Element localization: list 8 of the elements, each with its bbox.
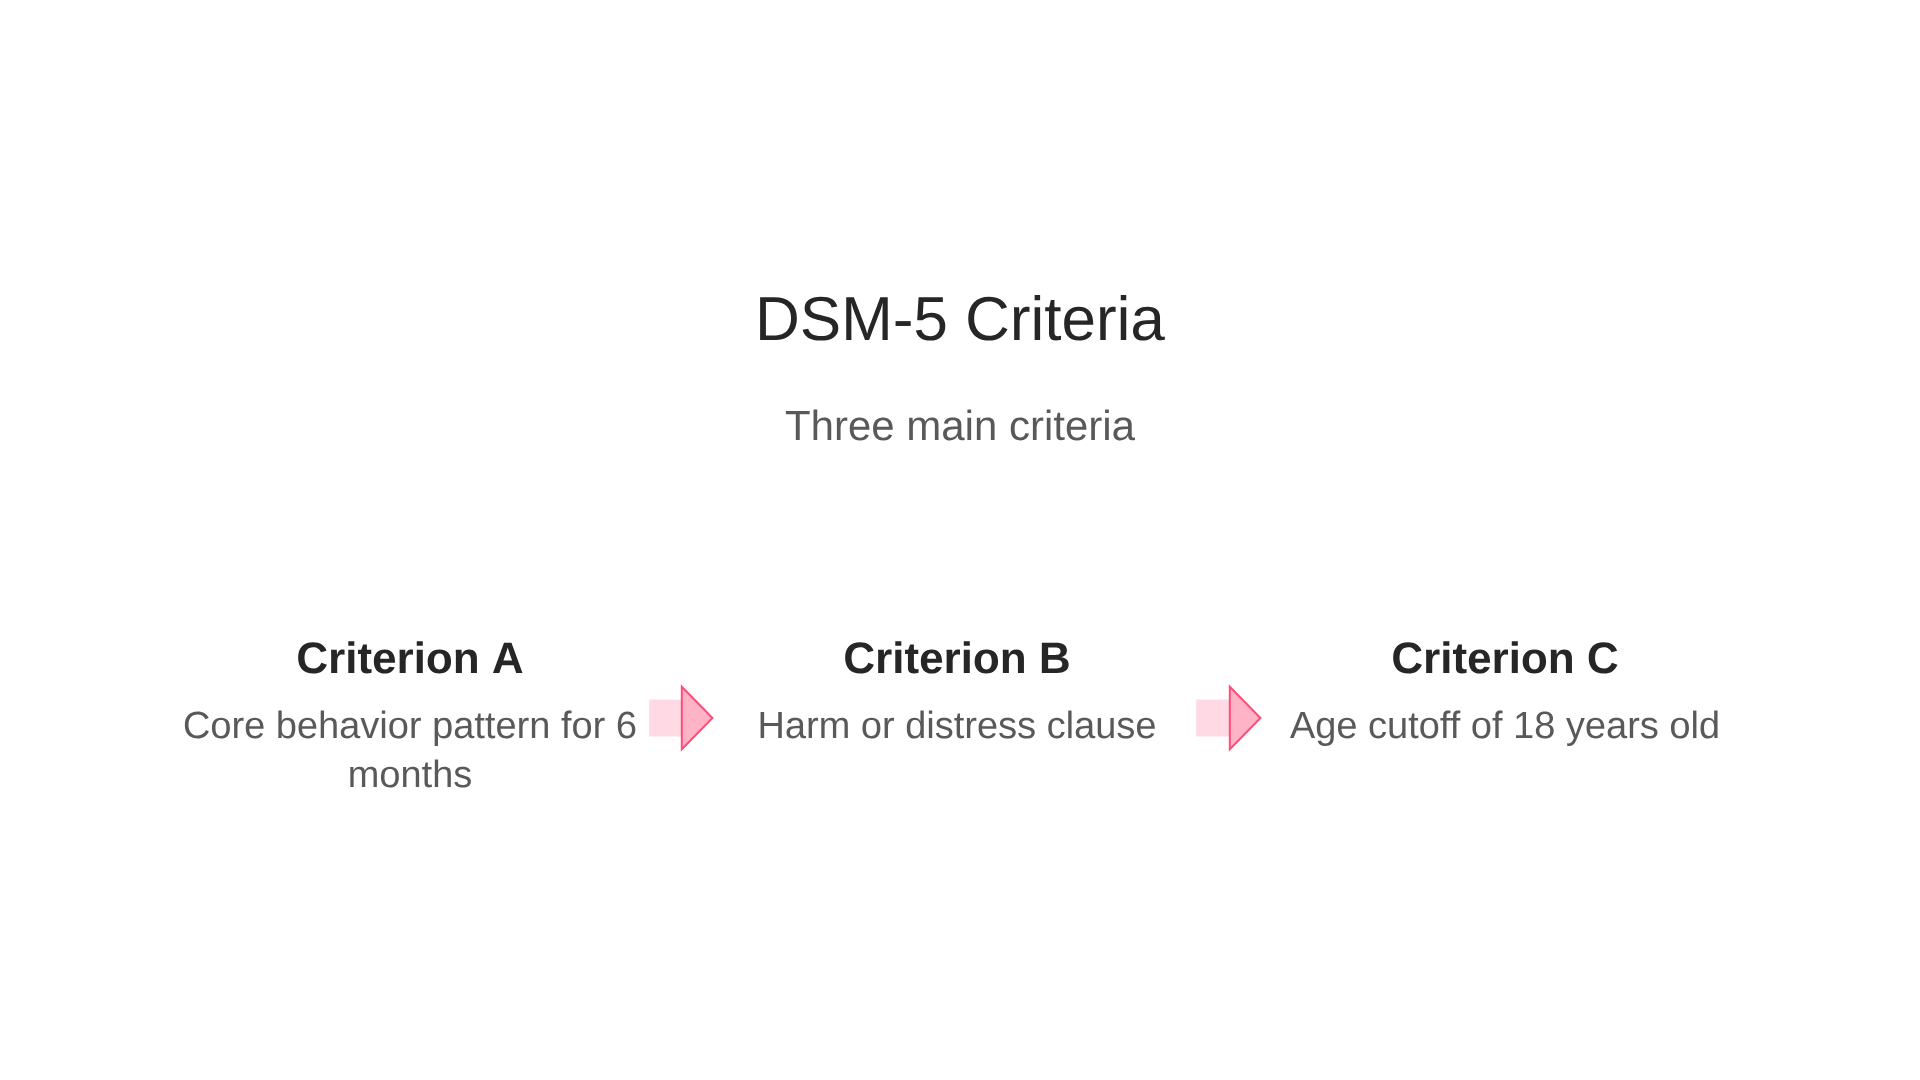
criterion-description: Age cutoff of 18 years old	[1289, 710, 1718, 746]
subtitle: Three main criteria	[785, 409, 1135, 441]
criterion-description: Core behavior pattern for 6 months	[184, 710, 636, 788]
title: DSM-5 Criteria	[760, 295, 1165, 341]
criterion-heading: Criterion A	[298, 641, 523, 674]
criterion-heading: Criterion C	[1393, 641, 1618, 674]
criterion-heading: Criterion B	[845, 641, 1069, 674]
criterion-description: Harm or distress clause	[760, 710, 1155, 739]
